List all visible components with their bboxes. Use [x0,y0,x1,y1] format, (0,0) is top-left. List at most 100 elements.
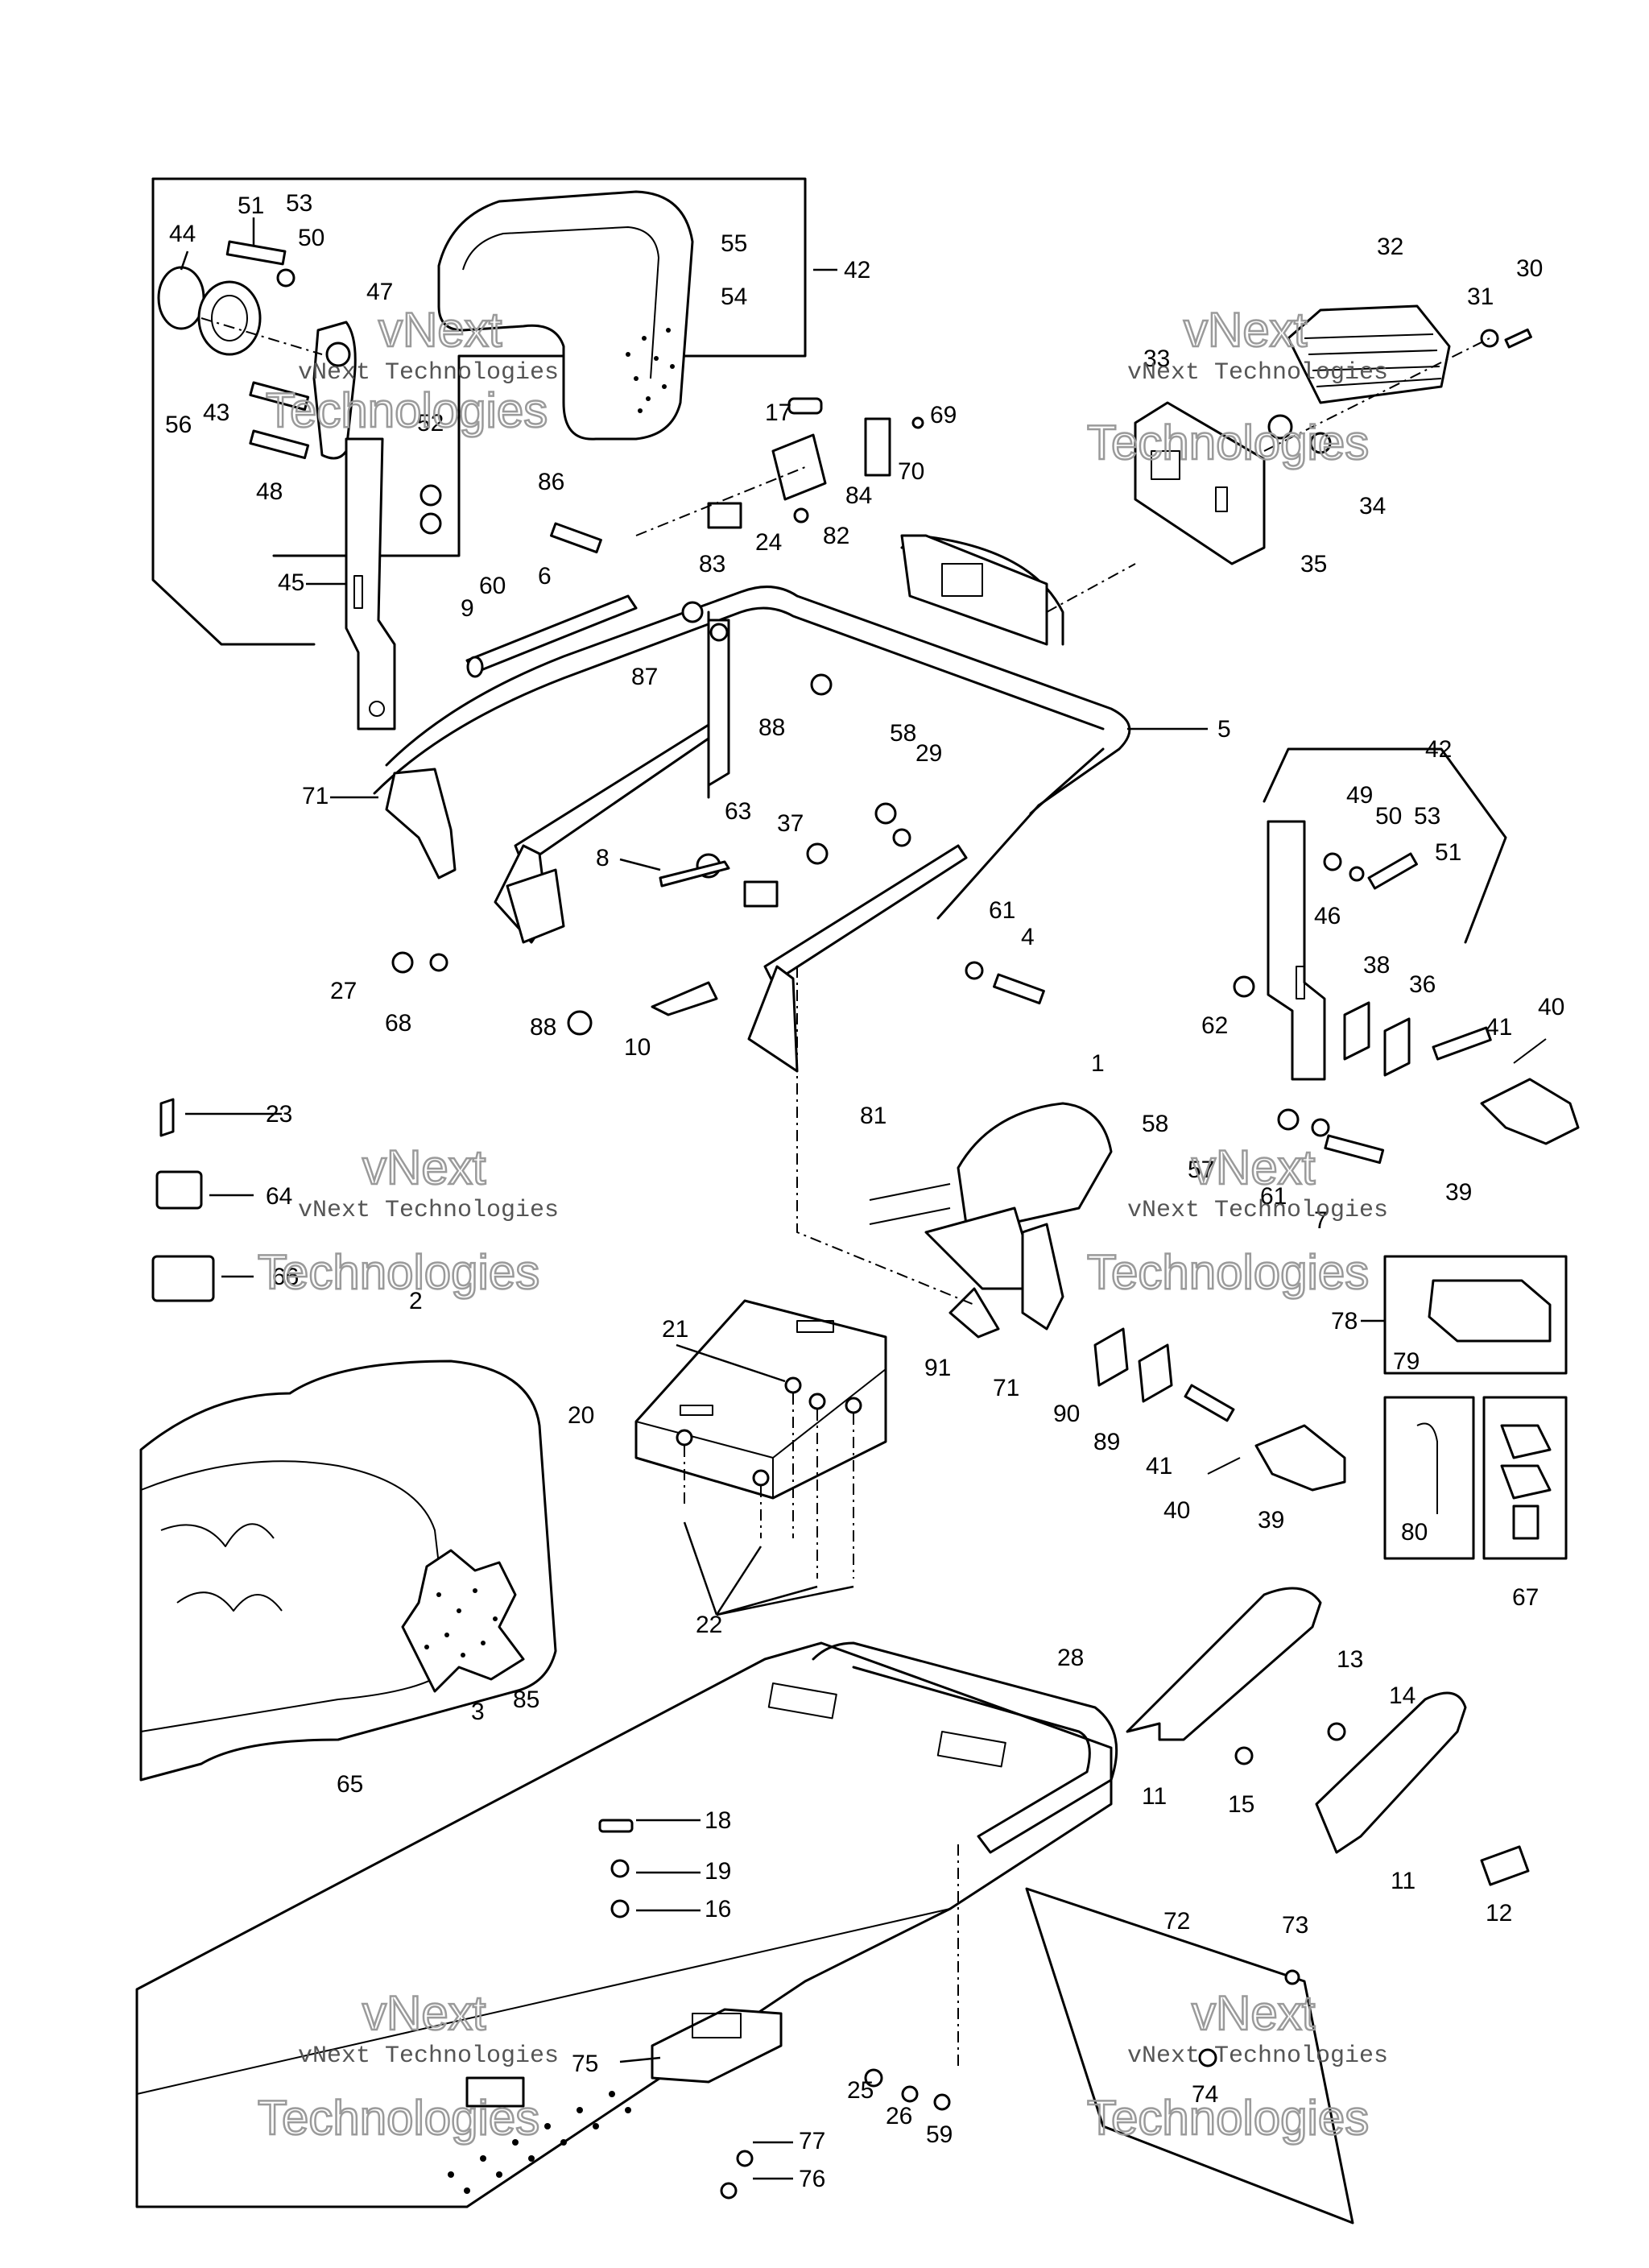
watermark-text-1: vNext Technologies [298,359,559,387]
callout-labels: 1 2 3 4 5 6 7 8 9 10 11 11 12 13 14 15 1… [165,190,1564,2192]
fasteners [391,522,1346,2200]
label-72: 72 [1163,1908,1190,1935]
label-69: 69 [930,402,957,428]
label-11-left: 11 [1142,1783,1167,1810]
label-83: 83 [699,551,725,577]
label-2: 2 [409,1288,423,1314]
label-22: 22 [696,1612,722,1638]
seat-texture [424,1588,498,1658]
label-60: 60 [479,573,506,599]
label-6: 6 [538,563,552,590]
watermark-vnext-4: vNext [1192,1140,1316,1194]
label-53-top: 53 [286,190,312,217]
label-66: 66 [272,1264,299,1290]
label-7-right: 7 [1314,1207,1328,1234]
lens-ribs [1304,333,1442,387]
label-74: 74 [1192,2081,1218,2108]
label-5: 5 [1217,716,1231,743]
label-32: 32 [1377,234,1403,260]
label-13: 13 [1337,1646,1363,1673]
label-47: 47 [366,279,393,305]
label-42-right: 42 [1425,736,1452,763]
label-55: 55 [721,230,747,257]
label-87: 87 [631,664,658,690]
label-59: 59 [926,2121,953,2148]
label-73: 73 [1282,1912,1308,1939]
label-50-top: 50 [298,225,324,251]
watermark-vnext-3: vNext [362,1140,486,1194]
label-61-right: 61 [1260,1183,1287,1210]
label-12: 12 [1486,1900,1512,1927]
tunnel-holes [448,2091,631,2194]
label-19: 19 [705,1858,731,1885]
label-50-right: 50 [1375,803,1402,830]
label-37: 37 [777,810,804,837]
inset-boxes [1383,1255,1568,1560]
label-40-right: 40 [1538,994,1564,1020]
label-17: 17 [765,399,791,426]
label-88-left: 88 [530,1014,556,1041]
side-rail-right [747,844,968,1073]
watermark-tech-5: Technologies [258,2091,539,2145]
watermark-vnext-1: vNext [378,303,502,357]
label-29: 29 [915,740,942,767]
watermarks: vNext vNext Technologies Technologies vN… [257,302,1388,2146]
watermark-text-6: vNext Technologies [1127,2042,1388,2070]
cushion-texture [626,328,675,413]
label-70: 70 [898,458,924,485]
watermark-text-5: vNext Technologies [298,2042,559,2070]
switch-assembly [635,397,924,536]
label-18: 18 [705,1807,731,1834]
shaft-6 [465,594,638,678]
label-82: 82 [823,523,849,549]
label-1: 1 [1091,1050,1105,1077]
label-26: 26 [886,2103,912,2129]
label-40-lower: 40 [1163,1497,1190,1524]
bolts-upper-left [225,240,442,535]
label-3: 3 [471,1699,485,1725]
label-88-top: 88 [758,714,785,741]
label-35: 35 [1300,551,1327,577]
label-61-center: 61 [989,897,1015,924]
label-89: 89 [1093,1429,1120,1455]
pivot-arm [707,619,730,787]
storage-box [634,1299,887,1579]
watermark-tech-3: Technologies [258,1245,539,1299]
label-76: 76 [799,2166,825,2192]
label-8: 8 [596,845,610,871]
label-52: 52 [417,410,444,437]
label-84: 84 [845,482,872,509]
label-21: 21 [662,1316,688,1343]
label-64: 64 [266,1183,292,1210]
label-54: 54 [721,284,747,310]
label-41-lower: 41 [1146,1453,1172,1480]
label-30: 30 [1516,255,1543,282]
bracket-46 [1263,747,1580,1165]
label-20: 20 [568,1402,594,1429]
label-45: 45 [278,569,304,596]
label-81: 81 [860,1103,886,1129]
label-91: 91 [924,1355,951,1381]
watermark-vnext-2: vNext [1184,303,1308,357]
grip-1 [869,1102,1113,1290]
label-11-right: 11 [1391,1868,1415,1894]
label-56: 56 [165,412,192,438]
label-79: 79 [1393,1348,1420,1375]
seat-2 [139,1360,557,1782]
label-71-right: 71 [993,1375,1019,1401]
label-39-right: 39 [1445,1179,1472,1206]
label-39-lower: 39 [1258,1507,1284,1533]
label-4: 4 [1021,924,1035,950]
label-77: 77 [799,2128,825,2154]
watermark-tech-4: Technologies [1087,1245,1369,1299]
label-58-right: 58 [1142,1111,1168,1137]
label-75: 75 [572,2051,598,2077]
label-78: 78 [1331,1308,1358,1335]
label-34: 34 [1359,493,1386,519]
label-25: 25 [847,2077,874,2104]
watermark-text-4: vNext Technologies [1127,1197,1388,1224]
watermark-vnext-5: vNext [362,1986,486,2040]
taillight [1046,304,1532,613]
